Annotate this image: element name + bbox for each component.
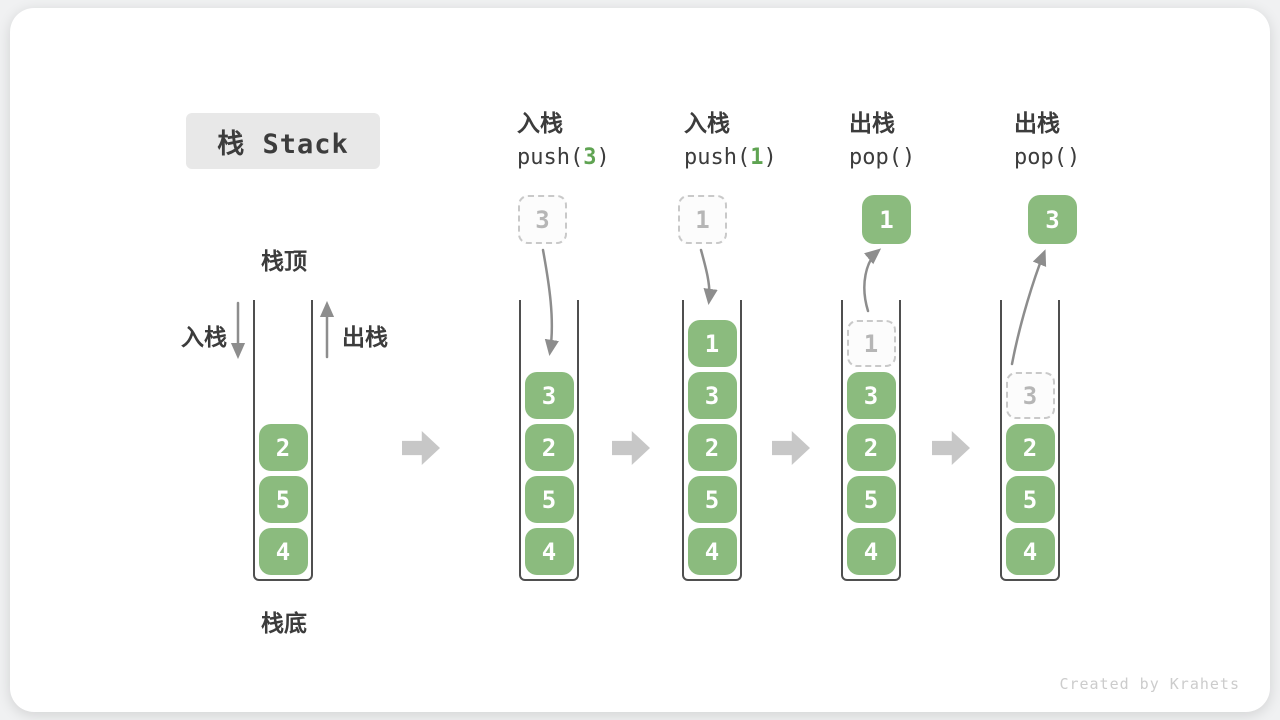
- push-direction-label: 入栈: [181, 325, 227, 351]
- stack-cell-ghost: 1: [846, 320, 896, 367]
- operation-code: push(3): [517, 145, 610, 170]
- stack-cell: 4: [524, 528, 574, 575]
- stack-cell: 2: [1005, 424, 1055, 471]
- stack-cell: 3: [524, 372, 574, 419]
- stack-bottom-label: 栈底: [261, 611, 307, 637]
- operation-code: pop(): [1014, 145, 1081, 170]
- incoming-element-box: 3: [518, 195, 567, 244]
- operation-header-pop1: 出栈 pop(): [849, 104, 915, 170]
- operation-code: push(1): [684, 145, 777, 170]
- stack-after-pop2: 3 2 5 4: [1000, 300, 1060, 581]
- stack-cell: 4: [258, 528, 308, 575]
- stack-after-push3: 3 2 5 4: [519, 300, 579, 581]
- stack-top-label: 栈顶: [261, 249, 307, 275]
- popped-element-box: 1: [862, 195, 911, 244]
- stack-cell: 2: [258, 424, 308, 471]
- operation-code: pop(): [849, 145, 916, 170]
- stack-cell: 5: [258, 476, 308, 523]
- step-arrow-icon: [932, 431, 970, 465]
- stack-cell: 5: [687, 476, 737, 523]
- push1-flow-arrow-icon: [699, 248, 718, 306]
- stack-cell: 1: [687, 320, 737, 367]
- step-arrow-icon: [402, 431, 440, 465]
- step-arrow-icon: [772, 431, 810, 465]
- stack-cell: 4: [1005, 528, 1055, 575]
- stack-cell: 5: [524, 476, 574, 523]
- operation-label: 入栈: [684, 111, 730, 137]
- stack-cell: 4: [846, 528, 896, 575]
- operation-header-push3: 入栈 push(3): [517, 104, 610, 170]
- incoming-element-box: 1: [678, 195, 727, 244]
- stack-cell: 5: [846, 476, 896, 523]
- watermark: Created by Krahets: [1059, 675, 1240, 693]
- pop-direction-label: 出栈: [342, 325, 388, 351]
- operation-label: 出栈: [849, 111, 895, 137]
- operation-label: 出栈: [1014, 111, 1060, 137]
- step-arrow-icon: [612, 431, 650, 465]
- popped-element-box: 3: [1028, 195, 1077, 244]
- operation-label: 入栈: [517, 111, 563, 137]
- diagram-title: 栈 Stack: [186, 113, 380, 169]
- stack-cell: 2: [846, 424, 896, 471]
- stack-after-push1: 1 3 2 5 4: [682, 300, 742, 581]
- stack-cell: 3: [687, 372, 737, 419]
- stack-cell: 5: [1005, 476, 1055, 523]
- operation-header-pop2: 出栈 pop(): [1014, 104, 1080, 170]
- stack-after-pop1: 1 3 2 5 4: [841, 300, 901, 581]
- stack-initial: 2 5 4: [253, 300, 313, 581]
- stack-cell: 2: [524, 424, 574, 471]
- stack-cell-ghost: 3: [1005, 372, 1055, 419]
- operation-header-push1: 入栈 push(1): [684, 104, 777, 170]
- stack-cell: 3: [846, 372, 896, 419]
- stack-cell: 4: [687, 528, 737, 575]
- stack-cell: 2: [687, 424, 737, 471]
